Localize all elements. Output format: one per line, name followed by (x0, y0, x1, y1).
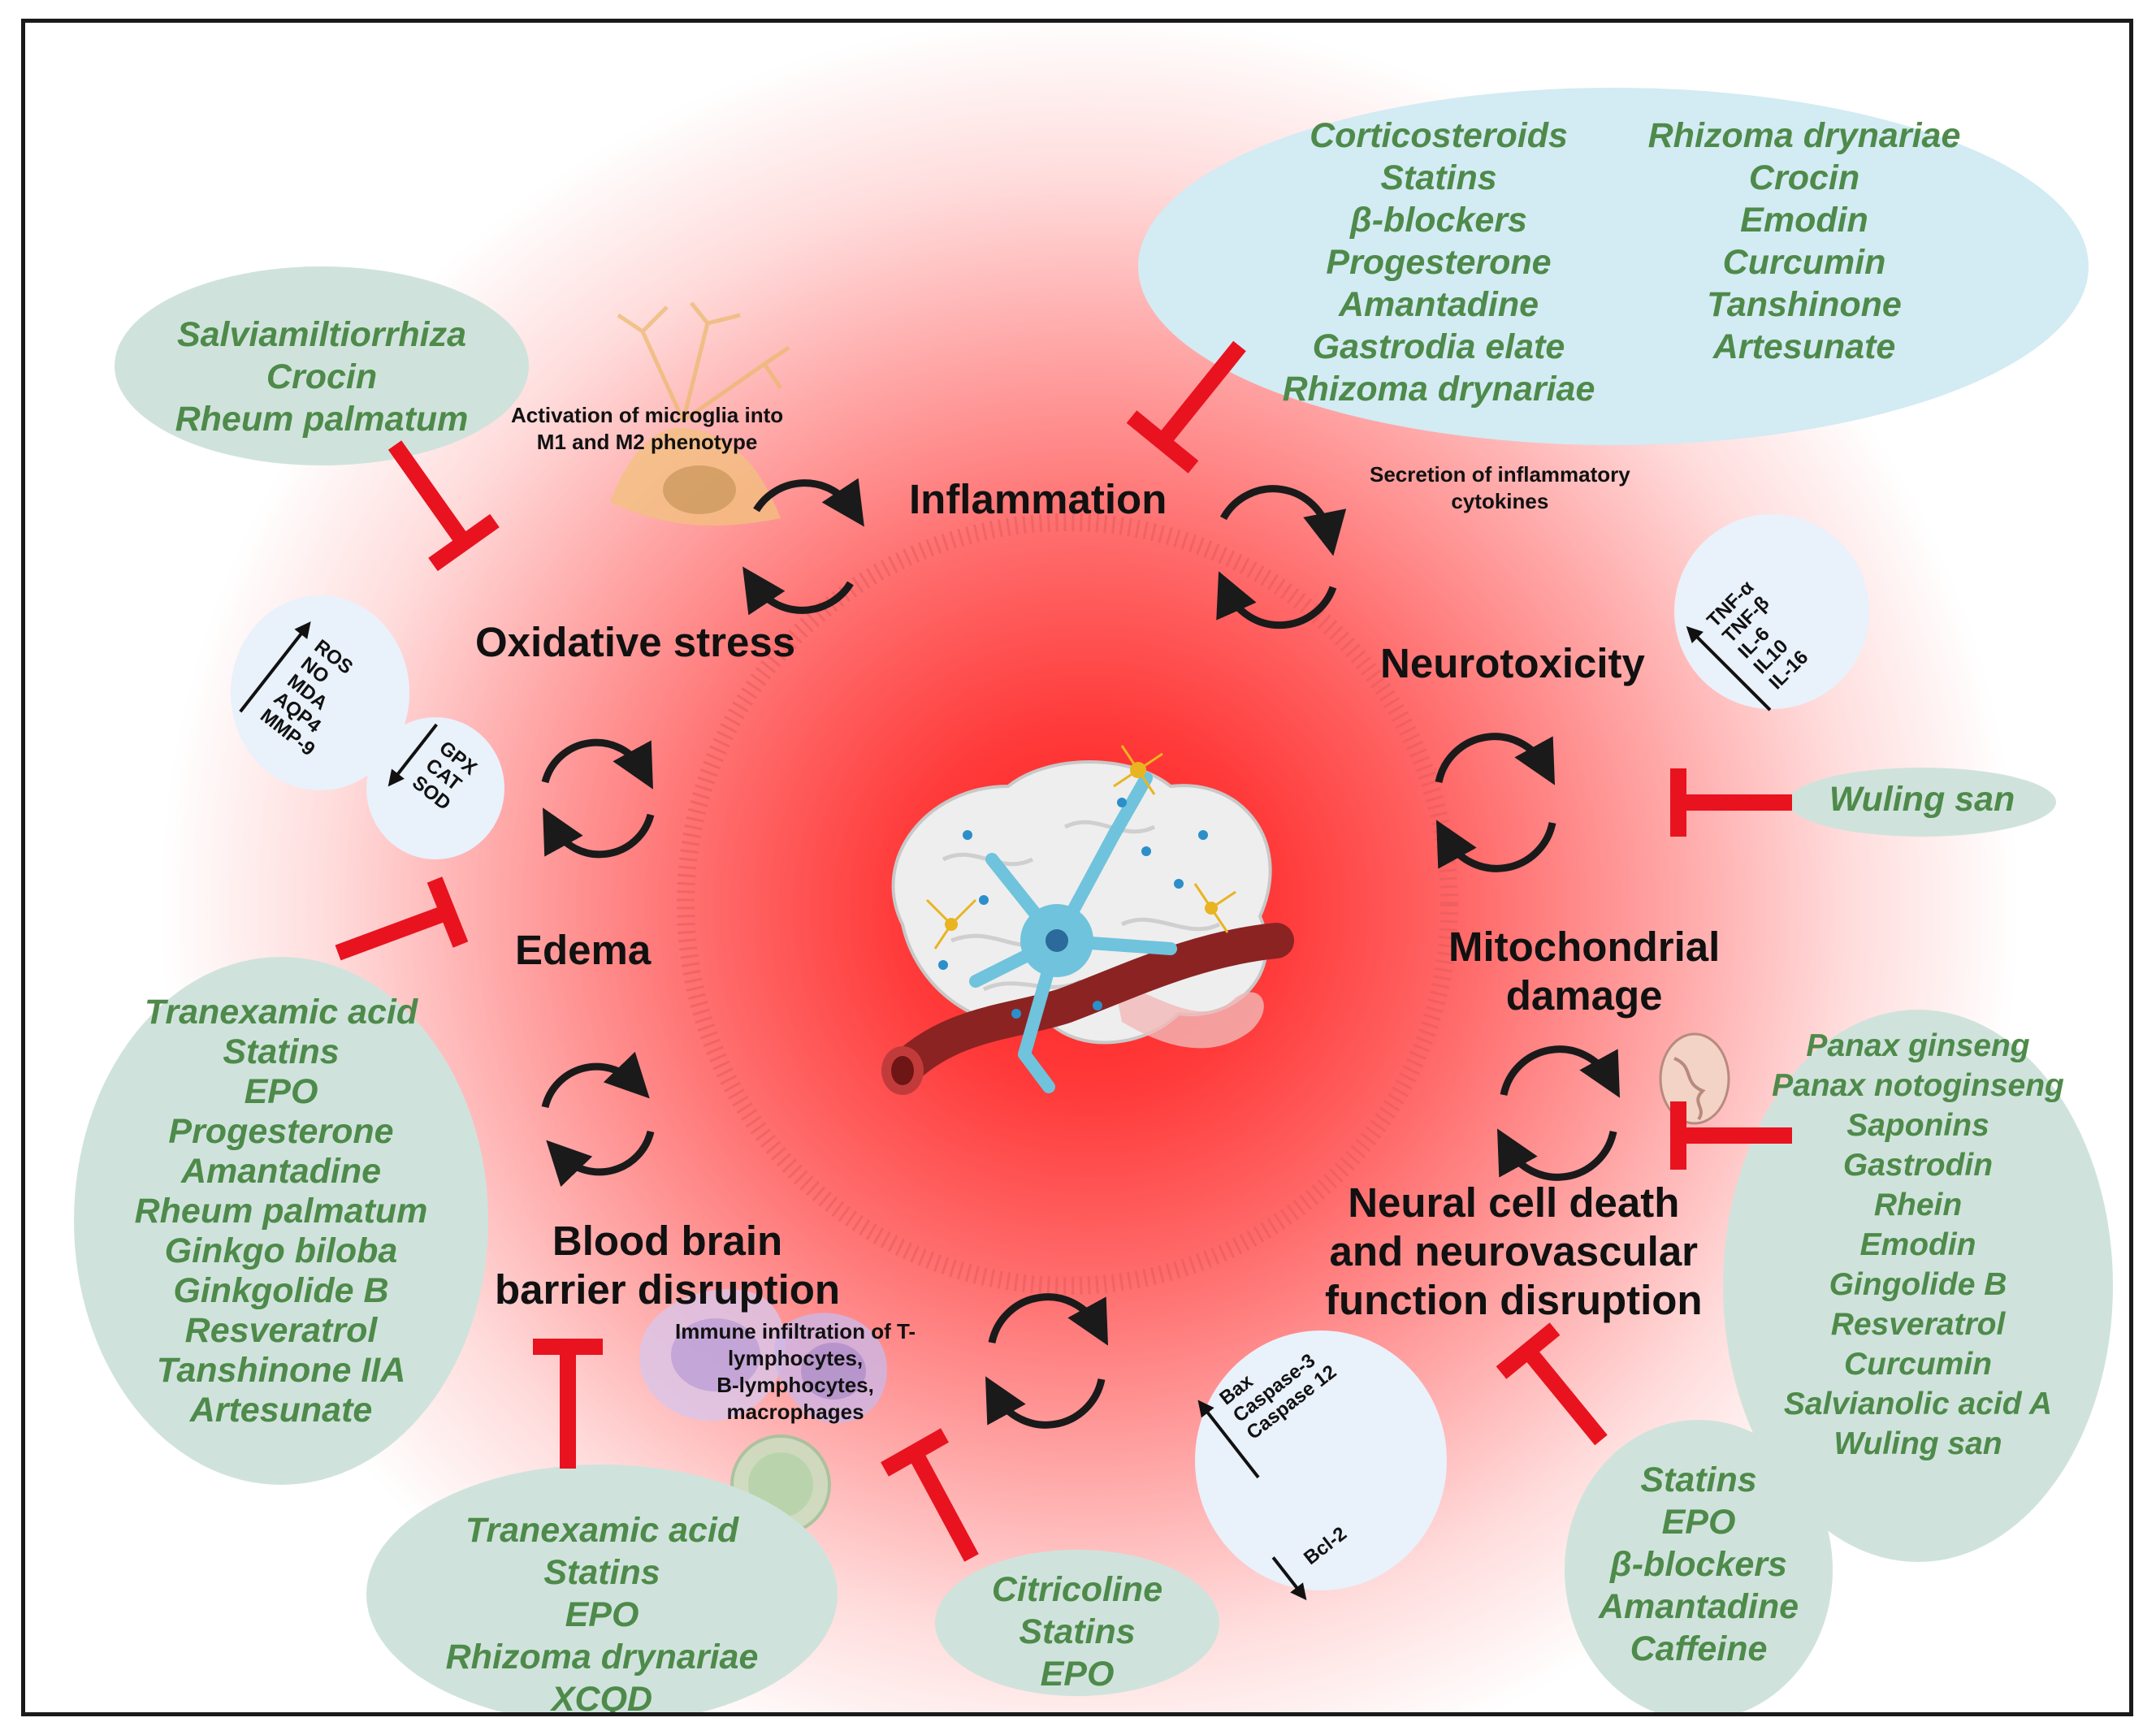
inflammation-drugs-right: Rhizoma drynariae Crocin Emodin Curcumin… (1647, 116, 1961, 366)
mitochondrial-drugs: Panax ginseng Panax notoginseng Saponins… (1772, 1028, 2064, 1461)
process-inflammation: Inflammation (909, 476, 1167, 522)
annotation-cytokine-secretion: Secretion of inflammatory cytokines (1370, 462, 1630, 513)
apoptosis-bubble (1195, 1330, 1447, 1590)
neurotoxicity-drugs: Wuling san (1829, 780, 2015, 819)
neural-death-treatment-bubble (1565, 1420, 1833, 1712)
cycle-arrows (541, 478, 1621, 1429)
up-arrow-icon (1686, 625, 1772, 712)
down-arrow-icon (1271, 1556, 1307, 1601)
cytokine-markers: TNF-α TNF-β IL-6 IL10 IL-16 (1675, 523, 1876, 724)
antioxidant-down-bubble (366, 717, 504, 859)
inflammation-treatment-bubble (1138, 88, 2089, 445)
up-arrow-icon (1197, 1400, 1260, 1479)
immune-drugs: Citricoline Statins EPO (991, 1570, 1163, 1694)
process-neural-cell-death: Neural cell death and neurovascular func… (1325, 1179, 1703, 1323)
inhibitor-oxidative-stress (387, 440, 471, 547)
neurotoxicity-treatment-bubble (1788, 768, 2056, 837)
edema-drugs: Tranexamic acid Statins EPO Progesterone… (134, 993, 428, 1430)
annotation-immune-infiltration: Immune infiltration of T- lymphocytes, B… (675, 1319, 916, 1424)
inhibitor-immune (907, 1448, 979, 1562)
inflammation-drugs-left: Corticosteroids Statins β-blockers Proge… (1282, 116, 1595, 409)
inhibitors (335, 340, 1792, 1562)
oxidative-markers: ROS NO MDA AQP4 MMP-9 (223, 612, 412, 799)
oxidative-stress-drugs: Salviamiltiorrhiza Crocin Rheum palmatum (175, 315, 469, 439)
immune-treatment-bubble (935, 1550, 1219, 1696)
diagram-frame: Inflammation Oxidative stress Neurotoxic… (21, 19, 2133, 1716)
process-edema: Edema (515, 927, 652, 973)
cytokine-bubble (1674, 514, 1869, 709)
oxidative-treatment-bubble (115, 266, 529, 465)
annotation-microglia: Activation of microglia into M1 and M2 p… (511, 403, 784, 454)
inhibitor-edema (335, 904, 451, 961)
process-bbb-disruption: Blood brain barrier disruption (495, 1218, 841, 1313)
up-arrow-icon (239, 621, 311, 713)
inhibitor-neural-death (1522, 1345, 1608, 1446)
mitochondria-icon (1659, 1032, 1730, 1125)
bbb-treatment-bubble (366, 1465, 838, 1712)
edema-treatment-bubble (74, 957, 488, 1485)
brain-illustration (881, 745, 1294, 1095)
bbb-drugs: Tranexamic acid Statins EPO Rhizoma dryn… (445, 1511, 759, 1716)
process-oxidative-stress: Oxidative stress (475, 619, 796, 665)
microglia-icon (610, 301, 790, 526)
down-arrow-icon (387, 723, 438, 787)
process-mitochondrial-damage: Mitochondrial damage (1448, 924, 1721, 1019)
inhibitor-inflammation (1156, 340, 1246, 448)
apoptosis-markers: Bax Caspase-3 Caspase 12 Bcl-2 (1197, 1349, 1422, 1601)
process-neurotoxicity: Neurotoxicity (1380, 640, 1645, 686)
center-ring (677, 513, 1458, 1295)
neural-death-drugs: Statins EPO β-blockers Amantadine Caffei… (1598, 1460, 1799, 1668)
antioxidant-markers: GPX CAT SOD (370, 714, 506, 850)
